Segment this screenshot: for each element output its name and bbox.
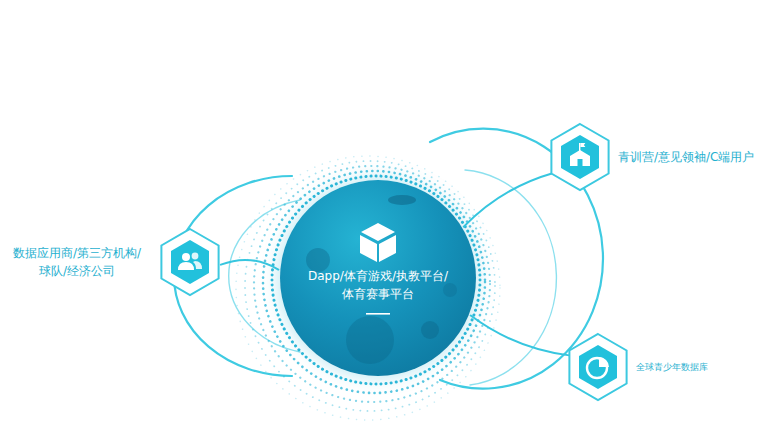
hexagon-frame — [158, 226, 222, 298]
dot-halo — [263, 171, 485, 393]
dot-halo — [254, 166, 490, 402]
orbit-connector — [464, 173, 554, 227]
planet-label: Dapp/体育游戏/执教平台/ 体育赛事平台 — [302, 267, 454, 303]
hexagon-icon — [548, 121, 612, 193]
hexagon-frame — [548, 121, 612, 193]
node-label: 青训营/意见领袖/C端用户 — [618, 148, 754, 166]
hexagon-icon — [158, 226, 222, 298]
hexagon-node: 全球青少年数据库 — [566, 331, 708, 403]
dot-halo — [245, 161, 495, 411]
orbit-ring — [465, 170, 556, 385]
node-label: 全球青少年数据库 — [636, 361, 708, 373]
orbit-connector — [221, 260, 278, 270]
hexagon-frame — [566, 331, 630, 403]
hexagon-node: 数据应用商/第三方机构/ 球队/经济公司 — [6, 226, 222, 298]
hexagon-icon — [566, 331, 630, 403]
dot-halo — [272, 176, 480, 384]
planet-node: Dapp/体育游戏/执教平台/ 体育赛事平台 — [280, 180, 476, 376]
hexagon-node: 青训营/意见领袖/C端用户 — [548, 121, 754, 193]
dot-halo — [236, 156, 500, 420]
node-label: 数据应用商/第三方机构/ 球队/经济公司 — [6, 244, 148, 280]
orbit-connector — [471, 316, 570, 356]
